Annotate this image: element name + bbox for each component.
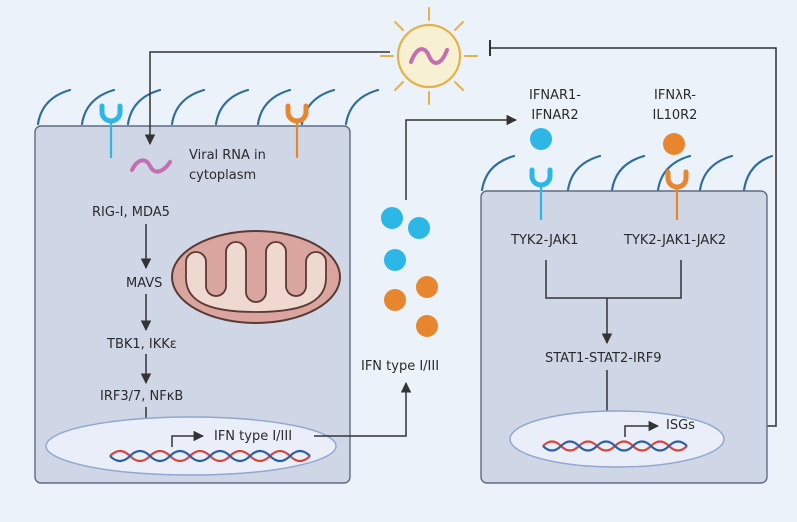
kinase-2-label: TYK2-JAK1-JAK2 bbox=[624, 233, 727, 248]
virus-particle bbox=[380, 7, 478, 105]
viral-rna-label: Viral RNA in cytoplasm bbox=[189, 148, 266, 183]
right-membrane-hairs bbox=[480, 154, 774, 192]
signaling-arrow bbox=[405, 114, 518, 200]
right-cell bbox=[480, 190, 768, 484]
left-nucleus-gene-label: IFN type I/III bbox=[214, 429, 293, 444]
left-dna-helix bbox=[109, 449, 311, 463]
left-nucleus bbox=[45, 416, 337, 476]
pathway-step-rig-i: RIG-I, MDA5 bbox=[92, 205, 170, 220]
kinase-1-label: TYK2-JAK1 bbox=[511, 233, 579, 248]
ifnlr-receptor bbox=[665, 169, 689, 220]
left-membrane-hairs bbox=[36, 88, 380, 126]
mitochondrion bbox=[171, 230, 341, 324]
ifnar-receptor bbox=[529, 167, 553, 220]
receptor-ifnar-label: IFNAR1-IFNAR2 bbox=[529, 88, 581, 123]
receptor-ifnlr-label: IFNλR-IL10R2 bbox=[652, 88, 698, 123]
stat-complex-label: STAT1-STAT2-IRF9 bbox=[545, 351, 662, 366]
secreted-ifn-label: IFN type I/III bbox=[361, 359, 440, 374]
left-transcription-start bbox=[171, 430, 205, 447]
secreted-ifn-molecules bbox=[381, 207, 438, 337]
pathway-step-mavs: MAVS bbox=[126, 276, 163, 291]
pathway-step-irf: IRF3/7, NFκB bbox=[100, 389, 184, 404]
right-nucleus bbox=[509, 410, 725, 468]
ifn-type1-ligand bbox=[530, 128, 552, 150]
pathway-step-tbk1: TBK1, IKKε bbox=[107, 337, 177, 352]
right-transcription-start bbox=[624, 420, 660, 437]
isgs-label: ISGs bbox=[666, 418, 695, 433]
secretion-arrow bbox=[314, 381, 412, 437]
left-cell-receptor-orange bbox=[285, 103, 309, 158]
ifn-type3-ligand bbox=[663, 133, 685, 155]
right-dna-helix bbox=[542, 440, 688, 452]
viral-rna-icon bbox=[130, 158, 172, 174]
left-cell-receptor-blue bbox=[99, 103, 123, 158]
infection-arrow bbox=[144, 51, 390, 146]
